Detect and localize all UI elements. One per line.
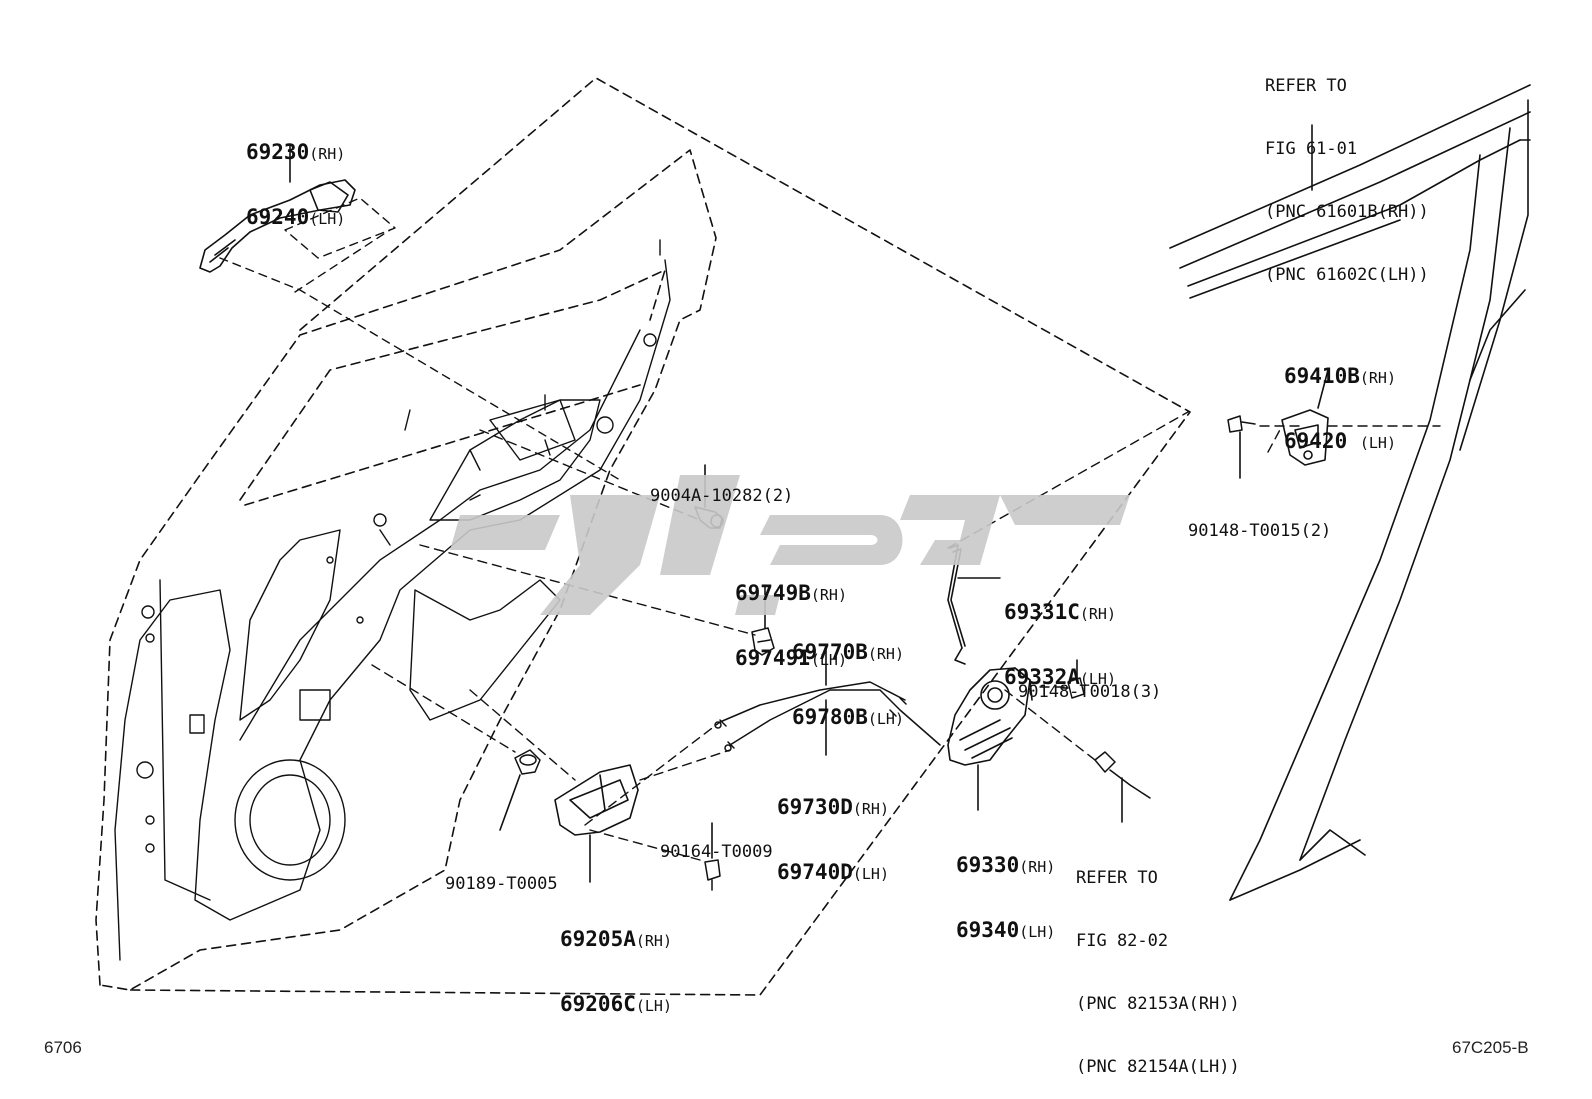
striker-label: 69410B(RH) 69420 (LH) <box>1284 364 1396 453</box>
wire-connector-part <box>1094 751 1151 799</box>
striker-screw-part <box>1227 415 1256 433</box>
cable-set-label: 69770B(RH) 69780B(LH) <box>792 640 904 729</box>
striker-screw-label: 90148-T0015(2) <box>1188 521 1332 541</box>
watermark-logo <box>450 475 1130 615</box>
body-pillar <box>1169 84 1531 901</box>
figure-number: 6706 <box>44 1038 82 1057</box>
inner-handle-part <box>554 764 639 836</box>
cable-label: 69730D(RH) 69740D(LH) <box>777 795 889 884</box>
handle-bolt-label: 9004A-10282(2) <box>650 486 794 506</box>
striker-leader <box>1317 369 1329 409</box>
wire-reference-note: REFER TO FIG 82-02 (PNC 82153A(RH)) (PNC… <box>1076 868 1240 1077</box>
clip-label: 69749B(RH) 69749I(LH) <box>735 581 847 670</box>
lock-screw-part <box>1061 677 1085 699</box>
illustration-code: 67C205-B <box>1452 1038 1529 1057</box>
body-reference-note: REFER TO FIG 61-01 (PNC 61601B(RH)) (PNC… <box>1265 76 1429 285</box>
inner-screw-label: 90164-T0009 <box>660 842 773 862</box>
cable-set-part <box>714 681 941 752</box>
door-lock-label: 69330(RH) 69340(LH) <box>956 853 1056 942</box>
inner-screw-part <box>704 859 721 891</box>
grommet-label: 90189-T0005 <box>445 874 558 894</box>
lock-screw-label: 90148-T0018(3) <box>1018 682 1162 702</box>
door-panel <box>95 77 1191 996</box>
grommet-part <box>514 749 541 775</box>
outer-handle-part <box>199 179 356 273</box>
outer-handle-dash-box <box>219 197 621 481</box>
door-inner-panel <box>114 239 671 961</box>
striker-part <box>1281 409 1329 466</box>
inner-handle-label: 69205A(RH) 69206C(LH) <box>560 927 672 1016</box>
lock-rod-label: 69331C(RH) 69332A(LH) <box>1004 600 1116 689</box>
outer-handle-label: 69230(RH) 69240(LH) <box>246 140 346 229</box>
grommet-leader <box>499 774 521 831</box>
door-lock-part <box>947 667 1033 766</box>
